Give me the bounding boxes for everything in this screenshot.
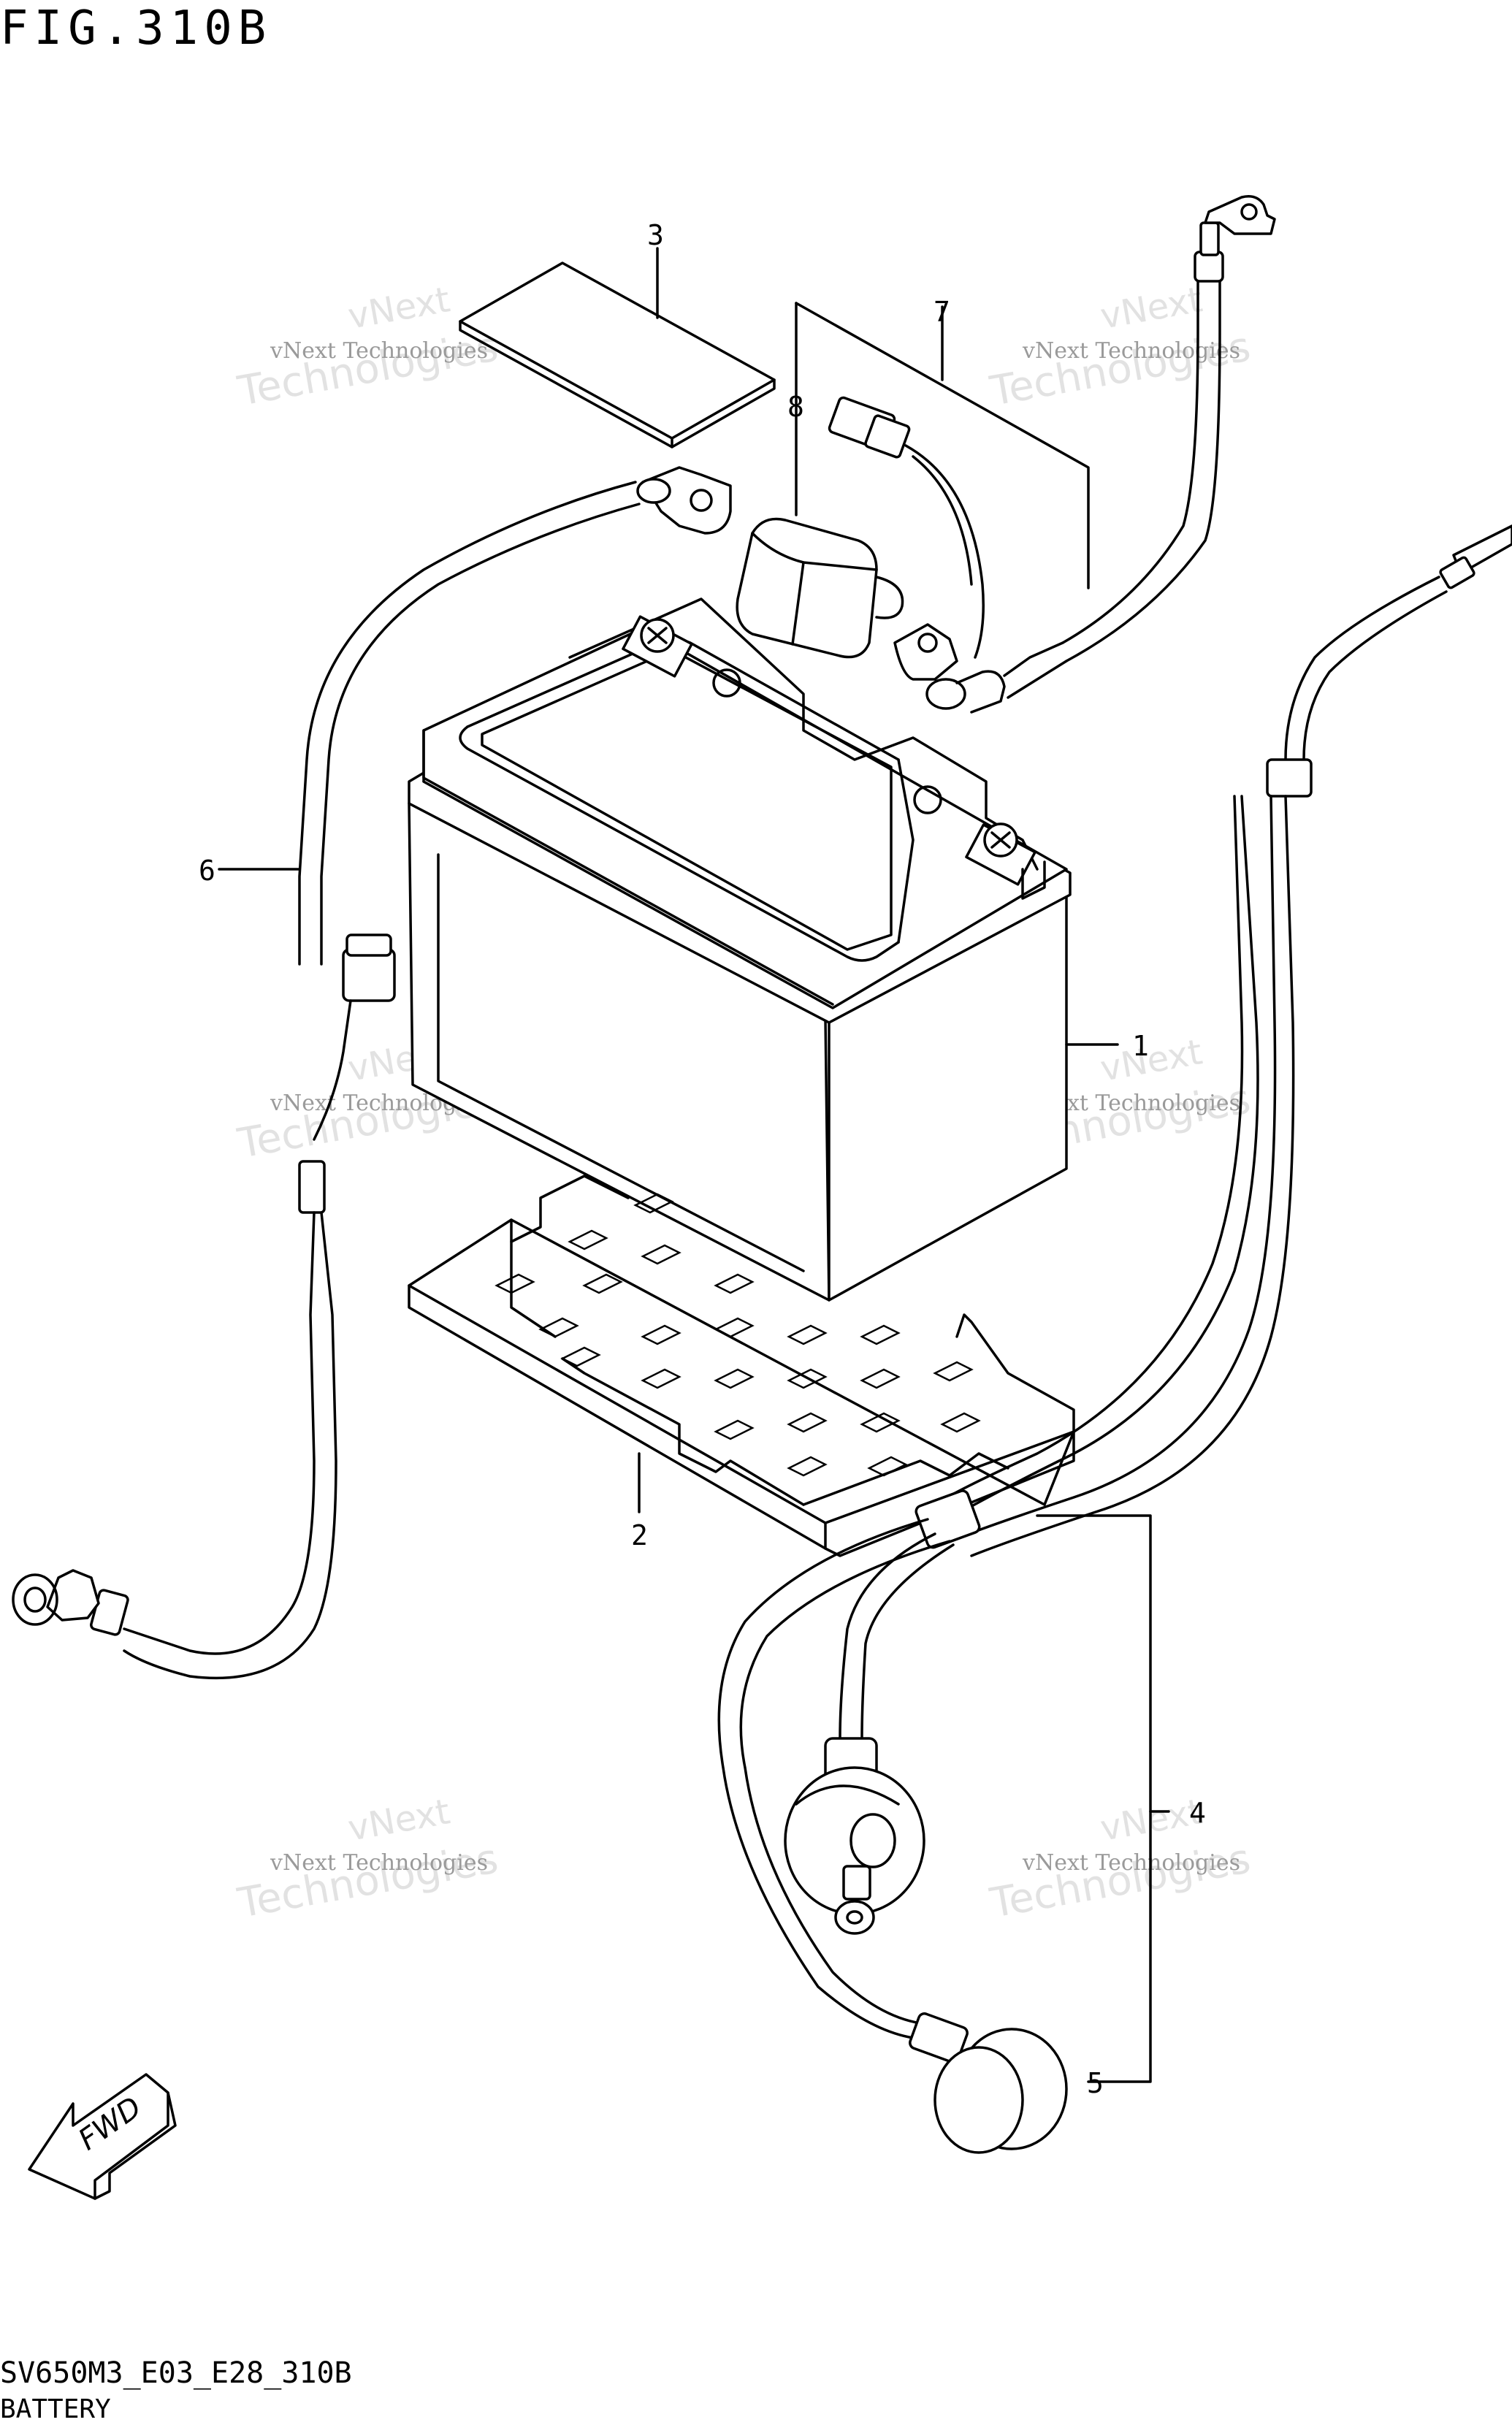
callout-4: 4 [1189, 1797, 1206, 1829]
svg-text:vNext Technologies: vNext Technologies [270, 338, 488, 364]
part-4-5-harness [717, 524, 1512, 2154]
part-8-terminal-cover [736, 517, 904, 659]
svg-text:vNext Technologies: vNext Technologies [1022, 338, 1240, 364]
part-3-battery-pad [459, 261, 776, 448]
part-6-negative-cable [12, 466, 732, 1680]
watermark: vNext Technologies vNext Technologies [986, 279, 1254, 416]
svg-text:Technologies: Technologies [986, 1835, 1254, 1928]
svg-text:vNext: vNext [345, 279, 453, 337]
svg-text:vNext: vNext [1097, 279, 1205, 337]
callout-3: 3 [647, 219, 664, 251]
callout-2: 2 [631, 1519, 648, 1551]
fwd-arrow-icon: FWD [28, 2073, 177, 2200]
watermark: vNext Technologies vNext Technologies [986, 1791, 1254, 1928]
part-2-battery-tray [408, 1175, 1075, 1557]
part-1-battery [408, 597, 1072, 1302]
figure-title: FIG.310B [0, 1, 272, 56]
svg-text:Technologies: Technologies [234, 1835, 502, 1928]
svg-text:vNext Technologies: vNext Technologies [270, 1850, 488, 1876]
drawing-name: BATTERY [0, 2394, 111, 2424]
callout-7: 7 [933, 296, 950, 328]
callout-5: 5 [1087, 2067, 1104, 2099]
drawing-code: SV650M3_E03_E28_310B [0, 2356, 352, 2390]
watermark: vNext Technologies vNext Technologies [234, 1791, 502, 1928]
watermark: vNext Technologies vNext Technologies [234, 279, 502, 416]
part-7-positive-cable [828, 195, 1276, 714]
svg-text:vNext: vNext [345, 1791, 453, 1849]
svg-text:vNext Technologies: vNext Technologies [1022, 1850, 1240, 1876]
svg-text:Technologies: Technologies [234, 323, 502, 416]
callout-8: 8 [787, 391, 804, 423]
callout-lines [218, 247, 1170, 2083]
callout-1: 1 [1132, 1030, 1149, 1062]
callout-6: 6 [199, 855, 215, 887]
svg-text:Technologies: Technologies [986, 323, 1254, 416]
tray-slot-grid [495, 1193, 981, 1477]
callout-labels: 3 7 8 6 1 2 4 5 [199, 219, 1206, 2099]
svg-text:vNext: vNext [1097, 1031, 1205, 1090]
